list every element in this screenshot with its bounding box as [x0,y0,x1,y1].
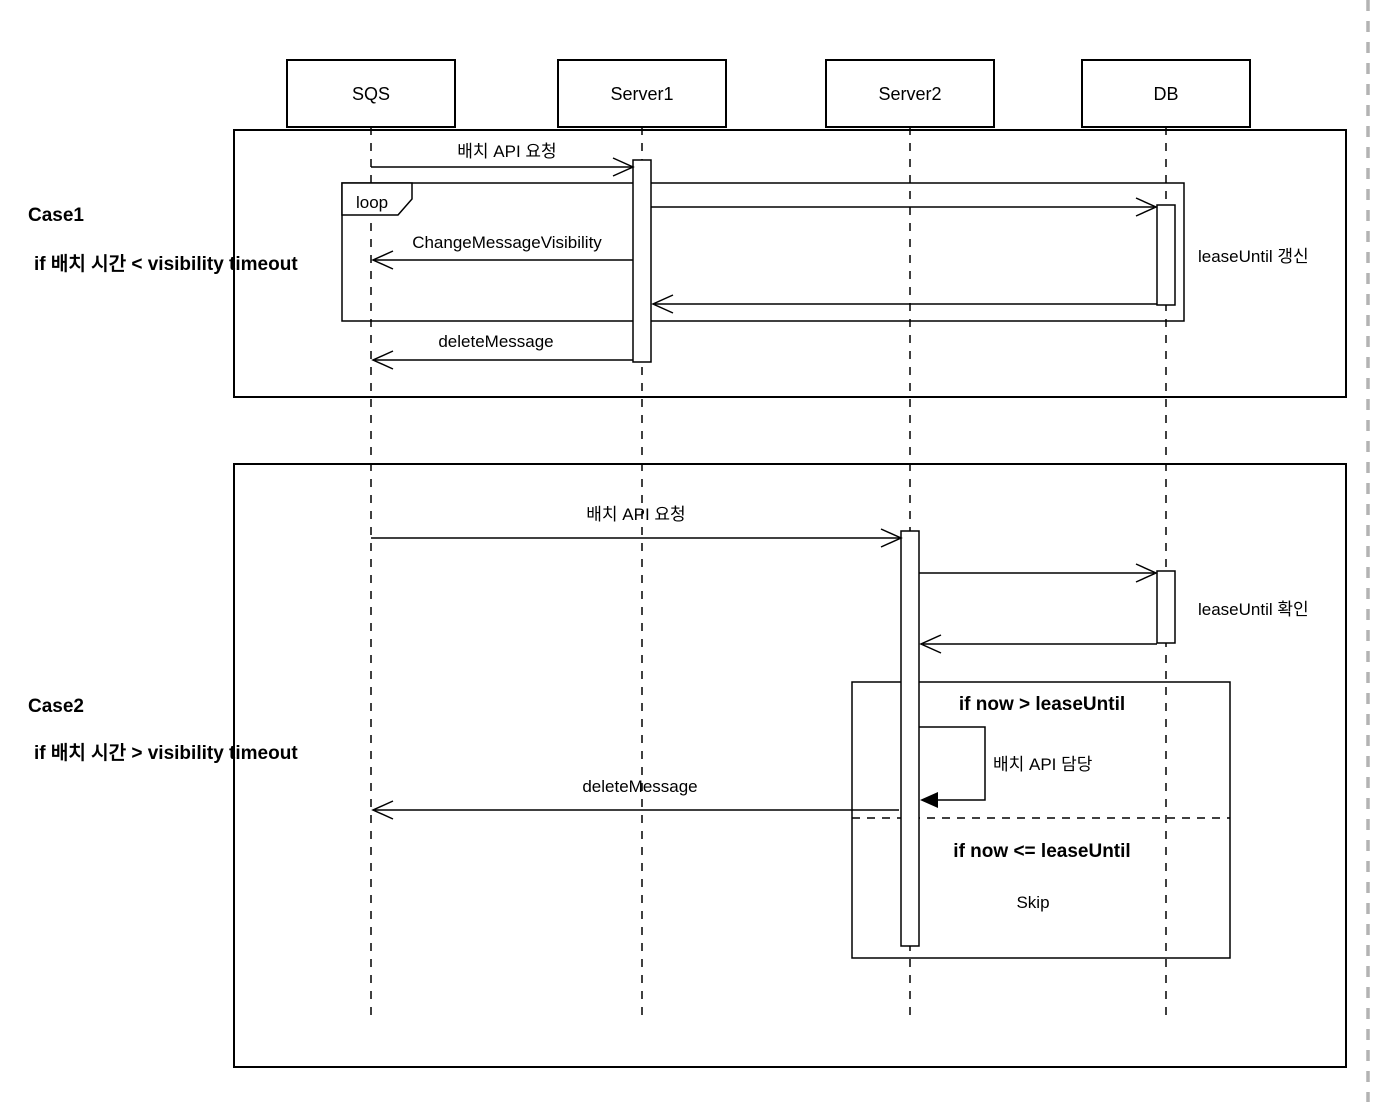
actor-db: DB [1081,59,1251,128]
actor-sqs: SQS [286,59,456,128]
actor-label-db: DB [1153,84,1178,104]
arrow-case1-db-return [651,294,1157,314]
case2-frame [233,463,1347,1068]
case2-guard-under-label: if now <= leaseUntil [953,841,1130,862]
arrow-case1-batch-request [371,157,635,177]
case1-batch-request-label: 배치 API 요청 [457,142,556,161]
actor-server2: Server2 [825,59,995,128]
case2-condition: if 배치 시간 > visibility timeout [34,742,298,764]
arrow-case2-server2-to-db [919,563,1158,583]
case2-title: Case2 [28,696,84,717]
case2-skip-label: Skip [1016,893,1049,912]
case1-condition: if 배치 시간 < visibility timeout [34,253,298,275]
case2-guard-over-label: if now > leaseUntil [959,694,1125,715]
arrow-case1-server1-to-db [651,197,1158,217]
actor-box-server2 [825,59,995,128]
self-message-arrow [919,726,986,808]
case1-title: Case1 [28,205,84,226]
actor-label-server2: Server2 [878,84,941,104]
arrow-case2-batch-request [371,528,903,548]
loop-tab [341,182,413,216]
case2-delete-message-label: deleteMessage [582,777,697,796]
case2-lease-check-label: leaseUntil 확인 [1198,600,1309,619]
activation-bar-server2 [900,530,920,947]
case1-frame [233,129,1347,398]
loop-fragment [341,182,1185,322]
case1-lease-renew-label: leaseUntil 갱신 [1198,247,1309,266]
case1-change-visibility-label: ChangeMessageVisibility [412,233,602,252]
case1-delete-message-label: deleteMessage [438,332,553,351]
actor-box-sqs [286,59,456,128]
case2-batch-request-label: 배치 API 요청 [586,505,685,524]
activation-bar-db-case2 [1156,570,1176,644]
loop-label: loop [356,193,388,212]
alt-fragment [851,681,1231,959]
activation-bar-server1 [632,159,652,363]
arrow-case1-change-visibility [371,250,633,270]
actor-server1: Server1 [557,59,727,128]
actor-box-server1 [557,59,727,128]
activation-bar-db-case1 [1156,204,1176,306]
actor-label-sqs: SQS [352,84,390,104]
case2-batch-owner-label: 배치 API 담당 [993,755,1093,774]
arrow-case2-db-return [919,634,1157,654]
arrow-case2-delete-message [371,800,899,820]
arrow-case1-delete-message [371,350,633,370]
actor-label-server1: Server1 [610,84,673,104]
actor-box-db [1081,59,1251,128]
